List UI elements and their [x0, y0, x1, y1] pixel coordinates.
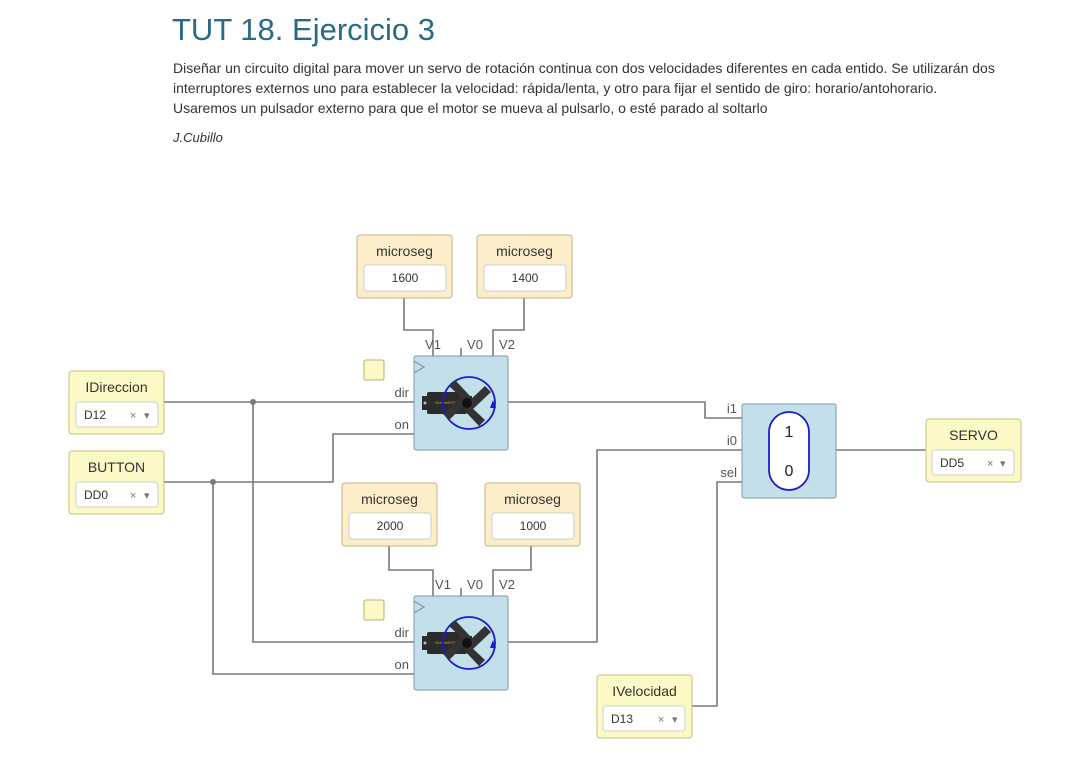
multiplexer-block[interactable]: 1 0 i1 i0 sel: [720, 401, 837, 499]
clear-icon[interactable]: ×: [130, 490, 136, 502]
input-label: BUTTON: [88, 459, 145, 475]
block-toggle[interactable]: [363, 359, 385, 381]
servo-motor-icon: [422, 376, 496, 430]
page-author: J.Cubillo: [173, 130, 223, 145]
port-v2: V2: [499, 337, 515, 352]
port-v0: V0: [467, 577, 483, 592]
port-i1: i1: [727, 401, 737, 416]
pin-select[interactable]: [75, 401, 159, 428]
clear-icon[interactable]: ×: [987, 458, 993, 470]
constant-value-field[interactable]: [491, 512, 575, 540]
chevron-down-icon[interactable]: ▾: [144, 490, 150, 502]
port-on: on: [395, 657, 409, 672]
mux-label-0: 0: [785, 463, 794, 480]
port-dir: dir: [395, 625, 410, 640]
mux-label-1: 1: [785, 424, 794, 441]
servo-motor-icon: [422, 616, 496, 670]
output-servo[interactable]: SERVO DD5 × ▾: [925, 418, 1022, 483]
constant-label: microseg: [504, 491, 561, 507]
pin-value: DD0: [84, 488, 108, 502]
pin-value: D13: [611, 712, 633, 726]
constant-value: 1000: [520, 519, 547, 533]
constant-label: microseg: [361, 491, 418, 507]
input-idireccion[interactable]: IDireccion D12 × ▾: [68, 370, 165, 435]
clock-input-icon: [413, 600, 426, 614]
constant-box-1600[interactable]: microseg 1600: [356, 234, 453, 299]
constant-box-1000[interactable]: microseg 1000: [484, 482, 581, 547]
constant-value: 2000: [377, 519, 404, 533]
port-on: on: [395, 417, 409, 432]
output-label: SERVO: [949, 427, 998, 443]
port-i0: i0: [727, 433, 737, 448]
pin-value: D12: [84, 408, 106, 422]
port-v2: V2: [499, 577, 515, 592]
clock-input-icon: [413, 360, 426, 374]
page-title: TUT 18. Ejercicio 3: [172, 12, 436, 47]
block-toggle[interactable]: [363, 599, 385, 621]
pin-value: DD5: [940, 456, 964, 470]
input-button[interactable]: BUTTON DD0 × ▾: [68, 450, 165, 515]
constant-value: 1600: [392, 271, 419, 285]
port-dir: dir: [395, 385, 410, 400]
input-ivelocidad[interactable]: IVelocidad D13 × ▾: [596, 674, 693, 739]
constant-label: microseg: [376, 243, 433, 259]
pin-select[interactable]: [602, 705, 686, 732]
servo-control-block-2[interactable]: V1 V0 V2 dir on: [363, 577, 515, 691]
constant-value-field[interactable]: [363, 264, 447, 292]
port-v1: V1: [435, 577, 451, 592]
clear-icon[interactable]: ×: [658, 714, 664, 726]
servo-control-block-1[interactable]: V1 V0 V2 dir on: [363, 337, 515, 451]
page-description: Diseñar un circuito digital para mover u…: [173, 60, 995, 116]
chevron-down-icon[interactable]: ▾: [672, 714, 678, 726]
constant-value: 1400: [512, 271, 539, 285]
constant-value-field[interactable]: [483, 264, 567, 292]
pin-select[interactable]: [75, 481, 159, 508]
port-sel: sel: [720, 465, 737, 480]
constant-label: microseg: [496, 243, 553, 259]
clear-icon[interactable]: ×: [130, 410, 136, 422]
constant-box-1400[interactable]: microseg 1400: [476, 234, 573, 299]
pin-select[interactable]: [931, 449, 1015, 476]
input-label: IDireccion: [85, 379, 147, 395]
constant-box-2000[interactable]: microseg 2000: [341, 482, 438, 547]
chevron-down-icon[interactable]: ▾: [1000, 458, 1006, 470]
chevron-down-icon[interactable]: ▾: [144, 410, 150, 422]
constant-value-field[interactable]: [348, 512, 432, 540]
port-v1: V1: [425, 337, 441, 352]
input-label: IVelocidad: [612, 683, 677, 699]
port-v0: V0: [467, 337, 483, 352]
